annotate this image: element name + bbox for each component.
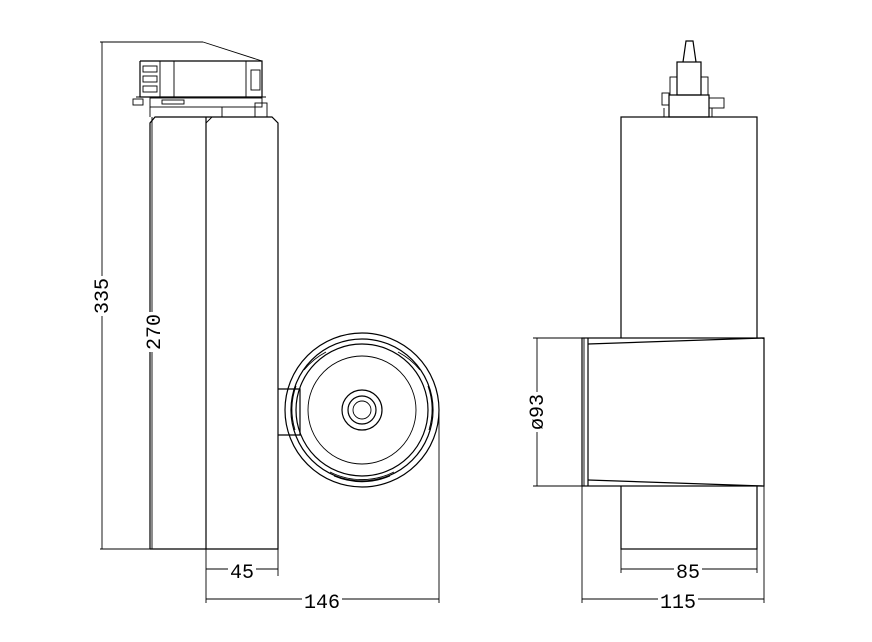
- track-adapter-side: [661, 40, 725, 118]
- dim-side-total-width: 115: [581, 486, 765, 615]
- dim-side-body-width: 85: [620, 549, 758, 585]
- track-adapter: [132, 41, 268, 118]
- dim-body-height: 270: [144, 117, 167, 549]
- total-width-label: 146: [304, 592, 340, 615]
- lamp-body-side: [620, 116, 758, 550]
- side-body-width-label: 85: [676, 562, 700, 585]
- head-diameter-label: ø93: [527, 394, 550, 430]
- dim-total-width: 146: [206, 410, 440, 615]
- mounting-arm: [278, 388, 301, 436]
- side-total-width-label: 115: [660, 592, 696, 615]
- lamp-head-side: [581, 337, 765, 487]
- overall-height-label: 335: [92, 278, 115, 314]
- body-offset-label: 45: [230, 562, 254, 585]
- front-view: 335 270 45 146: [92, 41, 440, 615]
- label-background: [657, 592, 699, 615]
- dim-head-diameter: ø93: [527, 337, 588, 487]
- label-background: [301, 592, 343, 615]
- body-height-label: 270: [144, 314, 167, 350]
- lamp-body-front: [149, 116, 279, 550]
- label-background: [527, 391, 550, 433]
- dim-overall-height: 335: [92, 41, 203, 550]
- label-background: [144, 311, 167, 353]
- dim-body-offset: 45: [205, 549, 279, 603]
- lamp-head-front: [284, 332, 440, 488]
- side-view: ø93 85 115: [527, 40, 765, 615]
- label-background: [673, 562, 703, 585]
- label-background: [92, 275, 115, 317]
- label-background: [227, 562, 257, 585]
